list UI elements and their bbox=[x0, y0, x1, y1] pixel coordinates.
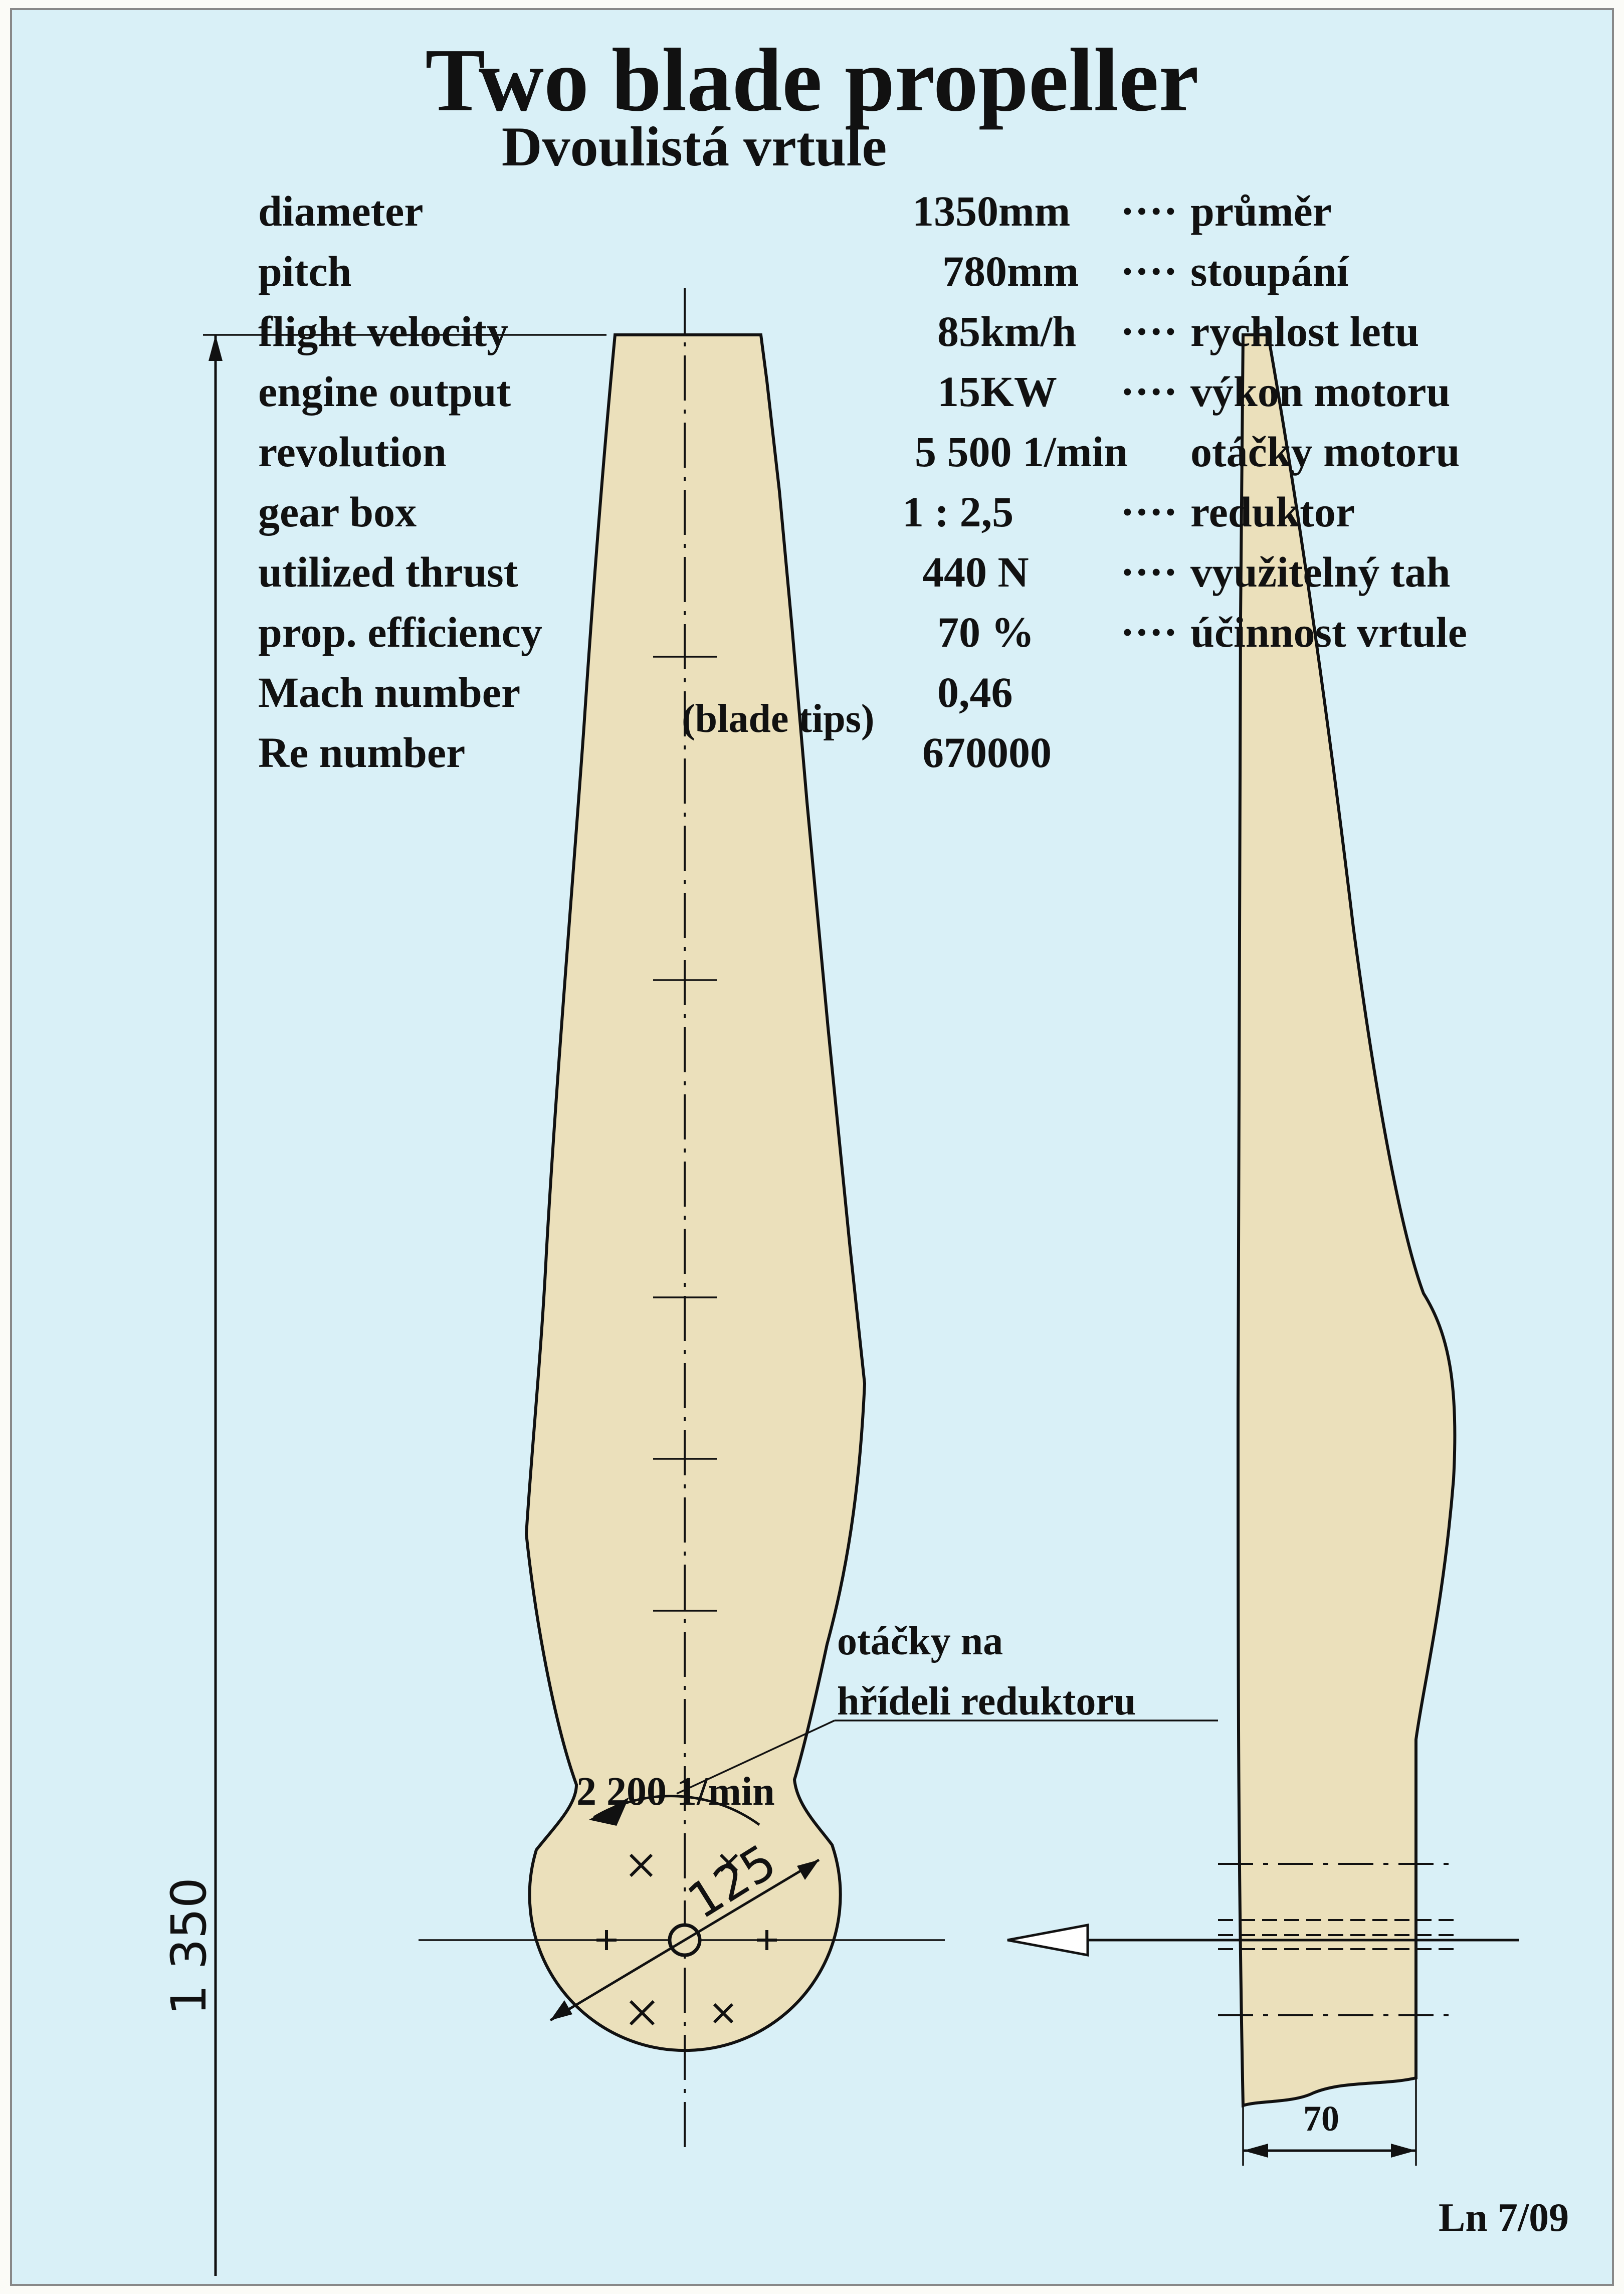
spec-czech-label: průměr bbox=[1190, 187, 1332, 235]
spec-label: utilized thrust bbox=[258, 548, 518, 596]
spec-czech-label: reduktor bbox=[1190, 488, 1355, 536]
spec-czech-label: stoupání bbox=[1190, 247, 1349, 295]
blade-front-view bbox=[524, 333, 867, 2052]
spec-label: pitch bbox=[258, 247, 351, 295]
spec-value: 440 N bbox=[922, 548, 1029, 596]
spec-label: diameter bbox=[258, 187, 424, 235]
spec-label: prop. efficiency bbox=[258, 608, 542, 656]
drawing-subtitle: Dvoulistá vrtule bbox=[502, 116, 887, 178]
spec-leader-dots: ···· bbox=[1120, 367, 1178, 416]
shaft-rpm-label: 2 200 1/min bbox=[576, 1770, 775, 1814]
spec-czech-label: výkon motoru bbox=[1190, 367, 1450, 416]
drawing-title: Two blade propeller bbox=[425, 30, 1198, 130]
spec-value: 1350mm bbox=[912, 187, 1070, 235]
spec-leader-dots: ···· bbox=[1120, 548, 1178, 596]
spec-leader-dots: ···· bbox=[1120, 307, 1178, 355]
spec-label: engine output bbox=[258, 367, 511, 416]
shaft-note-line1: otáčky na bbox=[837, 1619, 1003, 1663]
spec-czech-label: využitelný tah bbox=[1190, 548, 1450, 596]
spec-leader-dots: ···· bbox=[1120, 608, 1178, 656]
blade-side-view bbox=[1237, 333, 1457, 2108]
side-view-section-lines bbox=[1218, 1863, 1454, 2016]
drawing-signature: Ln 7/09 bbox=[1439, 2196, 1569, 2240]
rotation-direction-arrow bbox=[589, 1719, 1218, 1826]
spec-leader-dots: ···· bbox=[1120, 488, 1178, 536]
spec-value: 70 % bbox=[937, 608, 1035, 656]
overall-length-label: 1 350 bbox=[161, 1877, 217, 2015]
spec-value: 0,46 bbox=[937, 668, 1013, 716]
overall-length-dimension: 1 350 bbox=[161, 334, 606, 2276]
spec-czech-label: otáčky motoru bbox=[1190, 428, 1460, 476]
hub-bolt-marks bbox=[596, 1853, 777, 2026]
spec-label: revolution bbox=[258, 428, 447, 476]
spec-label: flight velocity bbox=[258, 307, 508, 355]
spec-leader-dots: ···· bbox=[1120, 247, 1178, 295]
spec-value: 670000 bbox=[922, 728, 1052, 777]
spec-value: 5 500 1/min bbox=[915, 428, 1128, 476]
spec-czech-label: rychlost letu bbox=[1190, 307, 1419, 355]
spec-value: 15KW bbox=[937, 367, 1057, 416]
spec-value: 780mm bbox=[942, 247, 1079, 295]
spec-value: 85km/h bbox=[937, 307, 1076, 355]
flight-direction-arrow bbox=[1007, 1923, 1519, 1957]
spec-label: Re number bbox=[258, 728, 465, 777]
blade-station-marks bbox=[653, 656, 717, 1612]
mach-number-note: (blade tips) bbox=[682, 697, 875, 741]
shaft-note-line2: hřídeli reduktoru bbox=[837, 1679, 1136, 1724]
spec-label: Mach number bbox=[258, 668, 520, 716]
spec-value: 1 : 2,5 bbox=[902, 488, 1013, 536]
spec-czech-label: účinnost vrtule bbox=[1190, 608, 1467, 656]
hub-width-label: 70 bbox=[1303, 2098, 1339, 2139]
spec-leader-dots: ···· bbox=[1120, 187, 1178, 235]
hub-width-dimension: 70 bbox=[1242, 2078, 1417, 2166]
spec-label: gear box bbox=[258, 488, 417, 536]
